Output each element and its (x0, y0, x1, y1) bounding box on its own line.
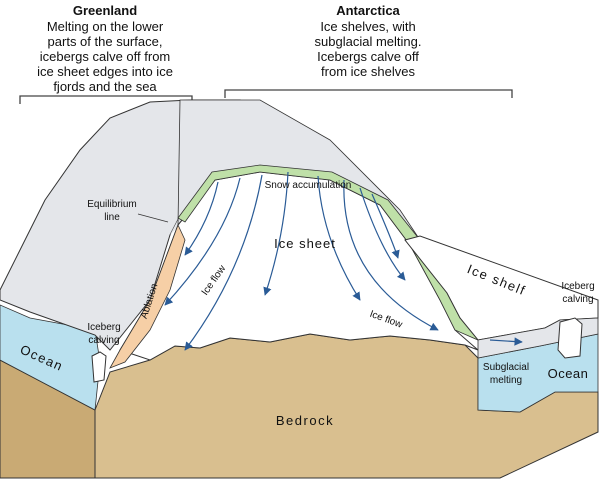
greenland-line-3: icebergs calve off from (40, 49, 171, 64)
label-ice-sheet: Ice sheet (274, 236, 336, 251)
antarctica-line-4: from ice shelves (321, 64, 415, 79)
label-iceberg-calving-right-1: Iceberg (561, 281, 594, 292)
label-subglacial-1: Subglacial (483, 362, 529, 373)
label-ocean-right: Ocean (548, 366, 589, 381)
label-snow-accumulation: Snow accumulation (265, 180, 352, 191)
flow-arrow (317, 175, 361, 301)
antarctica-title: Antarctica (336, 3, 400, 18)
flow-arrow (164, 177, 241, 306)
greenland-line-1: Melting on the lower (47, 19, 164, 34)
ice-flow-arrows (164, 171, 523, 351)
flow-arrow (343, 179, 439, 331)
greenland-line-5: fjords and the sea (53, 79, 157, 94)
label-bedrock: Bedrock (276, 413, 334, 428)
label-iceberg-calving-left-2: calving (88, 335, 119, 346)
label-equilibrium-line-2: line (104, 212, 120, 223)
label-iceberg-calving-right-2: calving (562, 294, 593, 305)
antarctica-line-3: Icebergs calve off (317, 49, 419, 64)
greenland-line-4: ice sheet edges into ice (37, 64, 173, 79)
greenland-line-2: parts of the surface, (48, 34, 163, 49)
flow-arrow (371, 193, 400, 259)
ablation-zone (109, 223, 186, 369)
flow-arrow (489, 337, 523, 346)
flow-arrow (359, 187, 406, 281)
flow-arrow (263, 171, 289, 296)
label-equilibrium-line-1: Equilibrium (87, 199, 136, 210)
iceberg-right (557, 317, 583, 359)
antarctica-line-1: Ice shelves, with (320, 19, 415, 34)
equilibrium-leader (137, 213, 169, 223)
greenland-title: Greenland (73, 3, 137, 18)
flow-arrow (184, 181, 219, 256)
greenland-header: Greenland Melting on the lower parts of … (37, 3, 173, 94)
antarctica-line-2: subglacial melting. (315, 34, 422, 49)
label-iceberg-calving-left-1: Iceberg (87, 322, 120, 333)
label-subglacial-2: melting (490, 375, 522, 386)
antarctica-header: Antarctica Ice shelves, with subglacial … (315, 3, 422, 79)
flow-arrow (184, 174, 263, 351)
iceberg-left (91, 351, 107, 383)
antarctica-bracket (224, 89, 513, 98)
